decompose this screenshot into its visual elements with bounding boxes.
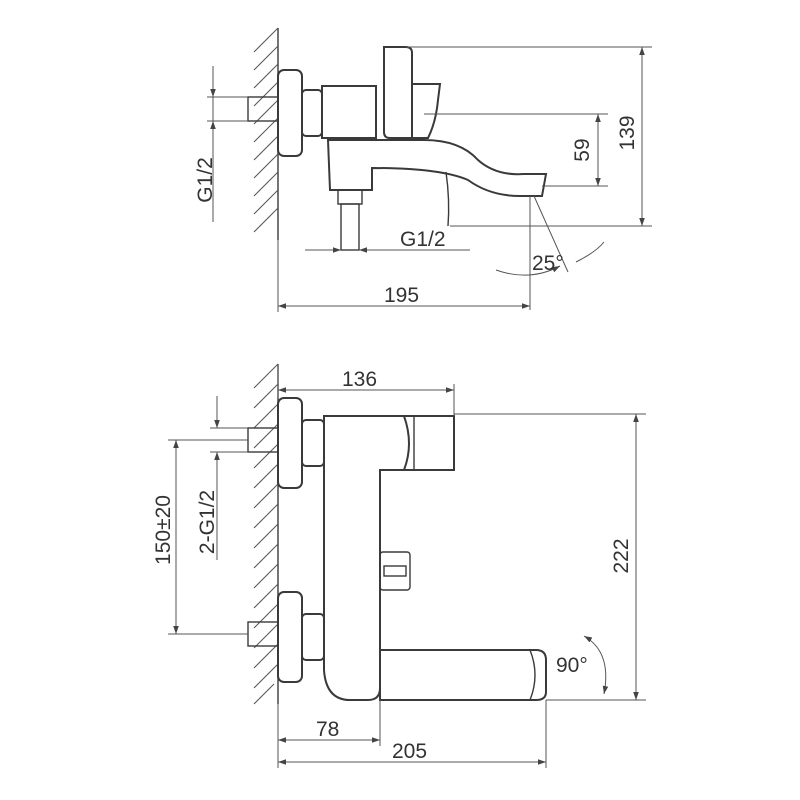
- hose-line-side: [445, 171, 450, 227]
- handle-back-side: [411, 83, 442, 139]
- dim-height-label: 139: [616, 115, 639, 150]
- dim-offset-label: 78: [316, 718, 339, 741]
- side-view: G1/2 G1/2 59 139 25° 195: [194, 27, 652, 312]
- diverter-stem-side: [340, 203, 360, 251]
- wall-hatching-side: [253, 27, 279, 233]
- swivel-label: 90°: [556, 654, 588, 677]
- dim-centers-label: 150±20: [152, 495, 175, 565]
- handle-top: [402, 415, 455, 471]
- dim-thread-left-label: G1/2: [194, 157, 217, 203]
- dim-thread-bottom-label: G1/2: [400, 228, 446, 251]
- dim-spout-label: 59: [571, 138, 594, 161]
- body-side: [321, 85, 377, 139]
- inlet-pipe-side: [247, 96, 279, 122]
- dim-total-depth-label: 205: [392, 740, 427, 763]
- escutcheon-top-lower: [277, 591, 303, 683]
- spout-outlet-top: [529, 649, 536, 701]
- nut-side: [301, 89, 323, 137]
- inlet-pipe-top-lower: [247, 621, 279, 647]
- lever-side: [383, 46, 413, 139]
- wall-hatching-top: [253, 363, 279, 705]
- escutcheon-top-upper: [277, 397, 303, 489]
- diverter-slot-top: [383, 565, 407, 577]
- angle-ref-inclined: [533, 195, 569, 273]
- nut-top-lower: [301, 613, 325, 661]
- diverter-cap-side: [337, 189, 363, 205]
- top-view: 136 2-G1/2 150±20 222 90° 78 205: [152, 363, 646, 768]
- swivel-arc: [583, 635, 609, 695]
- dim-length-label: 222: [610, 538, 633, 573]
- nut-top-upper: [301, 419, 325, 467]
- escutcheon-side: [277, 69, 303, 157]
- angle-spout-label: 25°: [532, 252, 564, 275]
- dim-depth-label: 195: [384, 284, 419, 307]
- spout-top: [379, 649, 547, 701]
- diverter-knob-top: [379, 551, 411, 591]
- dim-handle-label: 136: [342, 368, 377, 391]
- spout-side: [326, 139, 548, 197]
- dim-inlets-label: 2-G1/2: [196, 490, 219, 554]
